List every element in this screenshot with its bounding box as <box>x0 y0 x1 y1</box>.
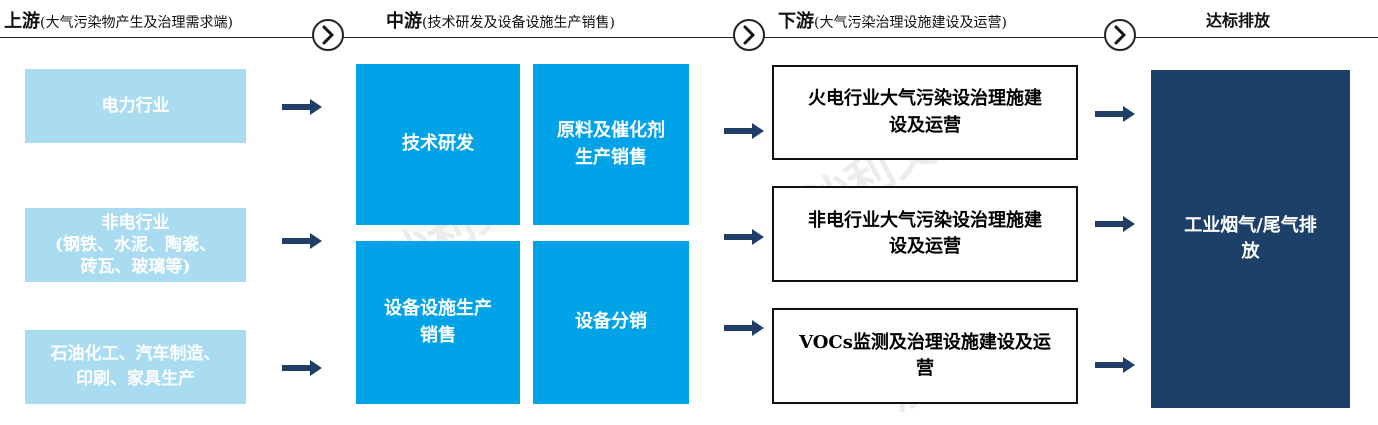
upstream-power-box: 电力行业 <box>25 69 246 143</box>
arrow-right-icon <box>724 123 764 139</box>
upstream-non-power-line2: (钢铁、水泥、陶瓷、 <box>54 234 217 255</box>
midstream-distribution-box: 设备分销 <box>533 241 689 404</box>
arrow-right-icon <box>724 320 764 336</box>
arrow-right-icon <box>1095 216 1135 232</box>
arrow-right-icon <box>282 233 322 249</box>
upstream-petrochem-line1: 石油化工、汽车制造、 <box>50 344 221 365</box>
downstream-thermal-line2: 设及运营 <box>889 114 961 136</box>
stage-outcome-heading: 达标排放 <box>1206 7 1270 31</box>
chevron-right-icon <box>312 19 344 51</box>
stage-downstream-subtitle: (大气污染治理设施建设及运营) <box>814 15 1007 31</box>
outcome-emission-line2: 放 <box>1241 241 1260 262</box>
downstream-vocs-line2: 营 <box>916 358 934 379</box>
stage-downstream-heading: 下游(大气污染治理设施建设及运营) <box>778 7 1007 33</box>
stage-downstream-title: 下游 <box>778 11 814 32</box>
stage-upstream-heading: 上游(大气污染物产生及治理需求端) <box>4 7 233 33</box>
upstream-non-power-box: 非电行业 (钢铁、水泥、陶瓷、 砖瓦、玻璃等) <box>25 208 246 282</box>
midstream-rd-box: 技术研发 <box>356 64 520 225</box>
downstream-thermal-line1: 火电行业大气污染设治理施建 <box>808 88 1042 110</box>
upstream-non-power-line3: 砖瓦、玻璃等) <box>80 257 191 278</box>
midstream-materials-line1: 原料及催化剂 <box>557 120 665 142</box>
upstream-non-power-title: 非电行业 <box>101 212 170 233</box>
downstream-non-power-line2: 设及运营 <box>889 236 961 257</box>
midstream-rd-label: 技术研发 <box>402 133 474 155</box>
midstream-materials-line2: 生产销售 <box>575 146 647 168</box>
stage-midstream-heading: 中游(技术研发及设备设施生产销售) <box>386 7 615 33</box>
stage-outcome-title: 达标排放 <box>1206 11 1271 30</box>
downstream-non-power-box: 非电行业大气污染设治理施建 设及运营 <box>772 186 1078 282</box>
midstream-equipment-box: 设备设施生产 销售 <box>356 241 520 404</box>
outcome-emission-box: 工业烟气/尾气排 放 <box>1151 70 1350 408</box>
arrow-right-icon <box>724 229 764 245</box>
midstream-equipment-line2: 销售 <box>420 324 456 346</box>
downstream-vocs-box: VOCs监测及治理设施建设及运 营 <box>772 308 1078 404</box>
midstream-equipment-line1: 设备设施生产 <box>384 298 492 320</box>
arrow-right-icon <box>282 360 322 376</box>
chevron-right-icon <box>1104 19 1136 51</box>
outcome-emission-line1: 工业烟气/尾气排 <box>1184 214 1317 236</box>
stage-midstream-subtitle: (技术研发及设备设施生产销售) <box>422 15 615 31</box>
stage-upstream-title: 上游 <box>4 11 40 32</box>
upstream-power-label: 电力行业 <box>101 95 170 116</box>
stage-midstream-title: 中游 <box>386 11 422 32</box>
stage-upstream-subtitle: (大气污染物产生及治理需求端) <box>40 15 233 31</box>
downstream-thermal-box: 火电行业大气污染设治理施建 设及运营 <box>772 65 1078 160</box>
downstream-non-power-line1: 非电行业大气污染设治理施建 <box>808 209 1042 231</box>
midstream-distribution-label: 设备分销 <box>575 311 647 333</box>
upstream-petrochem-box: 石油化工、汽车制造、 印刷、家具生产 <box>25 330 246 404</box>
arrow-right-icon <box>1095 357 1135 373</box>
upstream-petrochem-line2: 印刷、家具生产 <box>76 369 195 389</box>
header-divider <box>0 37 1378 38</box>
chevron-right-icon <box>733 19 765 51</box>
arrow-right-icon <box>1095 106 1135 122</box>
arrow-right-icon <box>282 99 322 115</box>
downstream-vocs-line1: VOCs监测及治理设施建设及运 <box>799 331 1051 353</box>
midstream-materials-box: 原料及催化剂 生产销售 <box>533 64 689 225</box>
